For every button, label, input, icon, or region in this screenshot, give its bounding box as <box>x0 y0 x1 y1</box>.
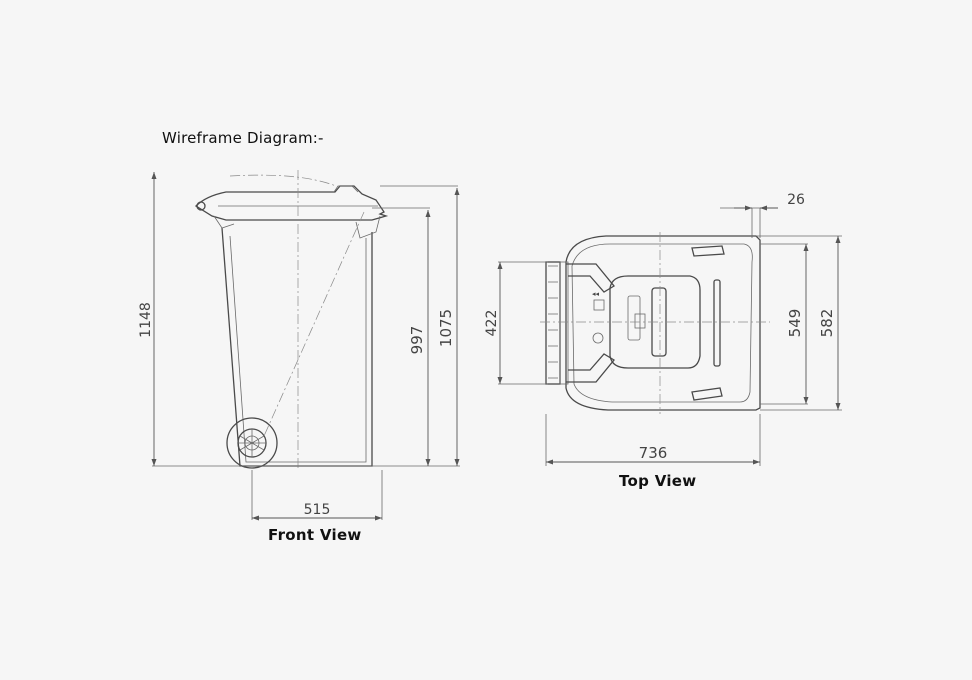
bin-body-inner-line <box>229 235 367 463</box>
handle-bar <box>545 261 561 385</box>
top-inner-rim <box>571 243 753 403</box>
top-body-outline <box>565 235 761 411</box>
lid-rib-right <box>713 279 721 367</box>
wheel-outer <box>226 417 278 469</box>
lid-hinge <box>196 201 206 211</box>
handle-flange <box>559 261 569 385</box>
dim-736-label: 736 <box>639 444 668 462</box>
lid-symbol: ◂◂ <box>592 290 600 298</box>
lid-square-marker <box>593 299 605 311</box>
lid-recess <box>609 275 701 369</box>
corner-handle-bottom <box>691 387 723 401</box>
lid-strut-bottom <box>566 353 615 383</box>
bin-lid <box>194 185 389 221</box>
label-slot <box>627 295 641 341</box>
dim-1148-label: 1148 <box>138 302 154 338</box>
dim-1075-label: 1075 <box>437 309 455 347</box>
dim-997-label: 997 <box>408 326 426 355</box>
dim-422-label: 422 <box>484 310 500 337</box>
dim-515-label: 515 <box>304 502 331 518</box>
bin-body-outline <box>221 227 373 467</box>
lid-swing-arc <box>229 174 337 187</box>
lid-swing-line <box>263 211 365 437</box>
dim-26-label: 26 <box>787 192 805 208</box>
lid-round-marker <box>592 332 604 344</box>
handle-bar-ribs <box>548 265 558 379</box>
label-tab <box>634 313 646 329</box>
lid-rim <box>213 215 381 239</box>
corner-handle-top <box>691 245 725 257</box>
wheel-spokes <box>238 429 266 457</box>
front-extension-lines <box>152 185 460 520</box>
diagram-title: Wireframe Diagram:- <box>162 129 324 147</box>
dim-582-label: 582 <box>818 309 836 338</box>
front-view-label: Front View <box>268 526 362 544</box>
dim-549-label: 549 <box>786 309 804 338</box>
front-view-drawing: 1148 997 1075 515 <box>138 170 460 521</box>
lid-strut-top <box>566 263 615 293</box>
top-view-label: Top View <box>619 472 697 490</box>
top-view-drawing: ◂◂ 26 422 549 582 736 <box>484 192 842 466</box>
lid-handle <box>333 185 359 193</box>
